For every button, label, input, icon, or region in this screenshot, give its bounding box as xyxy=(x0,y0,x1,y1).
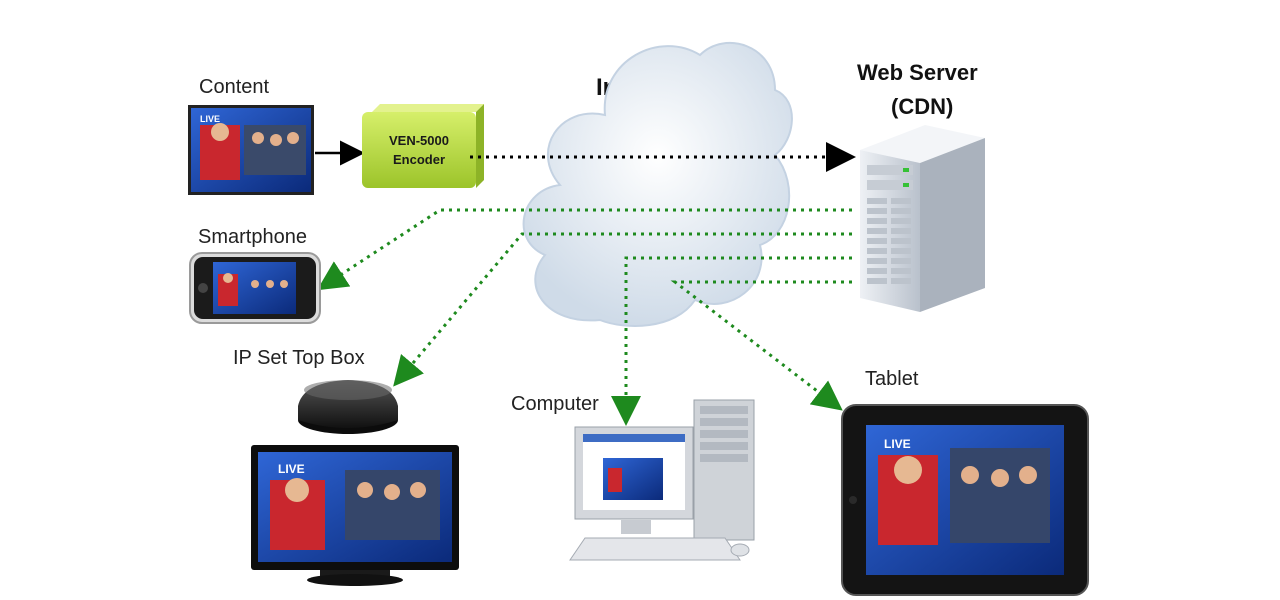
tablet-label: Tablet xyxy=(865,368,919,390)
tv-live-text: LIVE xyxy=(278,462,305,476)
path-to-computer xyxy=(611,256,852,426)
encoder-box: VEN-5000 Encoder xyxy=(362,104,484,188)
ip-set-top-box-label: IP Set Top Box xyxy=(233,347,365,369)
smartphone-device xyxy=(189,252,321,324)
content-source-screen: LIVE xyxy=(188,105,314,195)
web-server-icon xyxy=(860,125,985,312)
computer-label: Computer xyxy=(511,393,599,415)
cdn-label: (CDN) xyxy=(891,94,954,119)
delivery-paths xyxy=(316,208,852,426)
television-device: LIVE xyxy=(251,445,459,586)
content-live-text: LIVE xyxy=(200,114,220,124)
encoder-model-text: VEN-5000 xyxy=(389,133,449,148)
path-to-set-top-box xyxy=(393,232,852,387)
set-top-box-device xyxy=(298,380,398,434)
tablet-device: LIVE xyxy=(841,404,1089,596)
internet-cloud xyxy=(522,41,793,327)
smartphone-label: Smartphone xyxy=(198,226,307,248)
encoder-type-text: Encoder xyxy=(393,152,445,167)
computer-device xyxy=(569,399,755,561)
content-label: Content xyxy=(199,76,270,98)
path-to-tablet xyxy=(670,280,852,411)
tablet-live-text: LIVE xyxy=(884,437,911,451)
path-to-smartphone xyxy=(316,208,852,291)
web-server-label: Web Server xyxy=(857,60,978,85)
